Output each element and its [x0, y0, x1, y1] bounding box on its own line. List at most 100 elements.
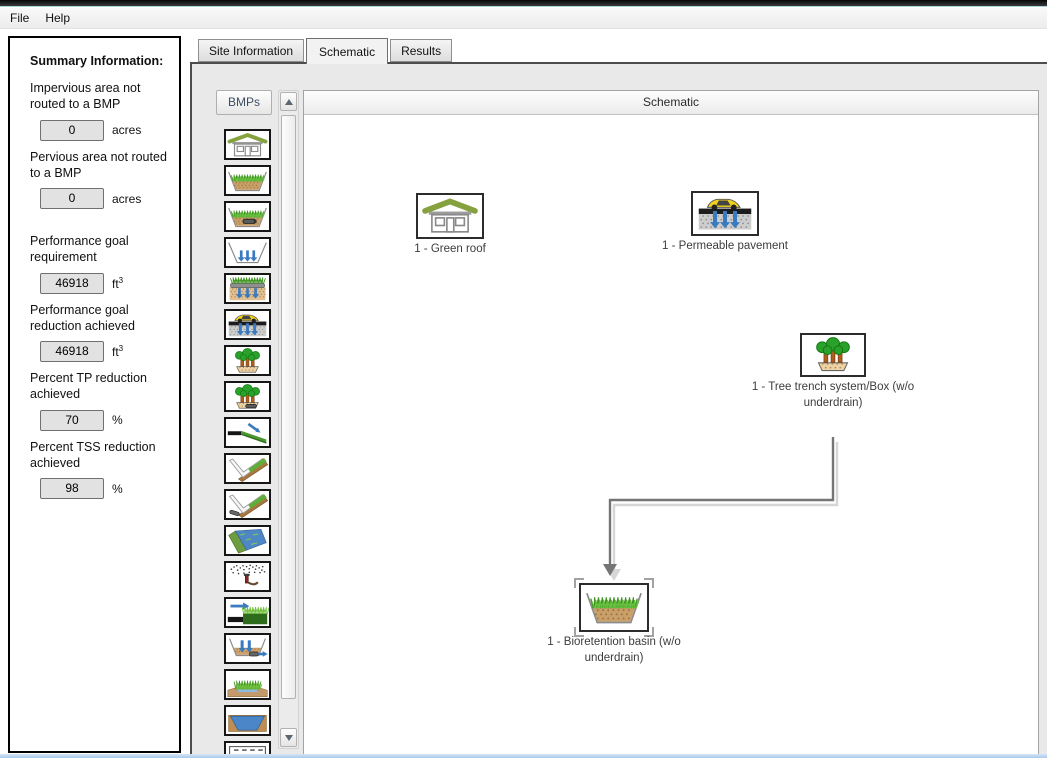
summary-field-percent_tp_reduction: Percent TP reduction achieved 70 %	[30, 370, 179, 431]
percent_tss_reduction-unit: %	[112, 481, 123, 496]
tab-site-information[interactable]: Site Information	[198, 39, 305, 62]
pervious_area_not_routed-unit: acres	[112, 191, 142, 206]
summary-panel: Summary Information: Impervious area not…	[8, 36, 181, 753]
swale-underdrain-icon	[228, 493, 269, 518]
summary-field-performance_goal_reduction: Performance goal reduction achieved 4691…	[30, 302, 179, 362]
schematic-node-tree-trench-1[interactable]	[800, 333, 866, 377]
summary-field-label: Percent TP reduction achieved	[30, 371, 147, 402]
tree-trench-icon	[816, 337, 850, 372]
bmp-tile-sand-filter[interactable]	[224, 741, 271, 754]
node-label-permeable-pavement-1: 1 - Permeable pavement	[662, 240, 788, 252]
summary-field-label: Pervious area not routed to a BMP	[30, 149, 167, 180]
bmp-tile-swale-side-slope[interactable]	[224, 453, 271, 484]
summary-field-performance_goal_requirement: Performance goal requirement 46918 ft3	[30, 233, 179, 294]
node-label-green-roof-1: 1 - Green roof	[414, 243, 486, 255]
infiltration-basin-icon	[228, 241, 267, 263]
menu-help[interactable]: Help	[45, 11, 71, 25]
performance_goal_requirement-value[interactable]: 46918	[40, 272, 104, 294]
bmp-list-scrollbar[interactable]	[278, 90, 299, 749]
bmp-tile-infiltration-trench[interactable]	[224, 273, 271, 304]
performance_goal_requirement-unit: ft3	[112, 275, 124, 291]
bmp-tile-tree-trench-underdrain[interactable]	[224, 381, 271, 412]
schematic-node-bioretention-1[interactable]	[574, 578, 654, 637]
bmp-tile-permeable-pavement[interactable]	[224, 309, 271, 340]
bmp-tile-wet-swale[interactable]	[224, 525, 271, 556]
impervious_area_not_routed-value[interactable]: 0	[40, 119, 104, 141]
summary-field-pervious_area_not_routed: Pervious area not routed to a BMP 0 acre…	[30, 149, 179, 209]
percent_tp_reduction-value[interactable]: 70	[40, 409, 104, 431]
sand-filter-icon	[229, 745, 266, 754]
bmp-list	[224, 129, 272, 754]
performance_goal_reduction-unit: ft3	[112, 344, 124, 359]
summary-title: Summary Information:	[30, 54, 164, 68]
scrollbar-down-button[interactable]	[280, 728, 297, 747]
summary-field-label: Percent TSS reduction achieved	[30, 439, 156, 470]
permeable-pavement-icon	[698, 198, 752, 230]
schematic-header: Schematic	[304, 91, 1038, 115]
schematic-node-green-roof-1[interactable]	[416, 193, 484, 239]
window-bottom-edge	[0, 754, 1047, 758]
bmp-tile-infiltration-basin[interactable]	[224, 237, 271, 268]
impervious-disconnection-icon	[227, 601, 269, 624]
green-roof-icon	[227, 132, 268, 156]
flow-connector[interactable]	[603, 437, 835, 576]
bmp-tile-wet-pond[interactable]	[224, 705, 271, 736]
selection-handle-br[interactable]	[644, 627, 654, 637]
summary-field-impervious_area_not_routed: Impervious area not routed to a BMP 0 ac…	[30, 80, 179, 141]
bmp-tile-bioretention-basin-underdrain[interactable]	[224, 201, 271, 232]
flow-connector-shadow	[607, 442, 839, 581]
green-roof-icon	[422, 198, 478, 233]
down-arrow-icon	[284, 734, 293, 741]
selection-handle-bl[interactable]	[574, 627, 584, 637]
percent_tp_reduction-unit: %	[112, 413, 123, 427]
menu-file[interactable]: File	[10, 11, 30, 25]
performance_goal_reduction-value[interactable]: 46918	[40, 341, 104, 362]
bmp-tile-impervious-disconnection[interactable]	[224, 597, 271, 628]
tab-panel-schematic: BMPs Schematic 1 - Green roof 1 - Permeab…	[190, 62, 1047, 756]
bioretention-basin-underdrain-icon	[228, 207, 267, 227]
tab-schematic[interactable]: Schematic	[306, 38, 389, 64]
vegetated-filter-strip-icon	[227, 422, 267, 444]
impervious_area_not_routed-unit: acres	[112, 123, 142, 137]
window-titlebar-edge	[0, 0, 1047, 7]
summary-field-percent_tss_reduction: Percent TSS reduction achieved 98 %	[30, 439, 179, 499]
bmp-tile-vegetated-filter-strip[interactable]	[224, 417, 271, 448]
bioretention-basin-icon	[586, 592, 642, 624]
scrollbar-thumb[interactable]	[281, 115, 296, 699]
bmp-tile-bioretention-basin[interactable]	[224, 165, 271, 196]
summary-fields: Impervious area not routed to a BMP 0 ac…	[30, 80, 179, 499]
up-arrow-icon	[284, 98, 293, 105]
summary-field-label: Performance goal requirement	[30, 234, 129, 265]
summary-field-label: Performance goal reduction achieved	[30, 302, 135, 333]
summary-field-label: Impervious area not routed to a BMP	[30, 81, 141, 112]
tab-results[interactable]: Results	[390, 39, 453, 62]
bioretention-basin-icon	[228, 171, 267, 191]
bmp-tile-green-roof[interactable]	[224, 129, 271, 160]
harvest-and-reuse-icon	[230, 564, 266, 585]
bmp-tile-tree-trench[interactable]	[224, 345, 271, 376]
bmp-tile-harvest-and-reuse[interactable]	[224, 561, 271, 592]
scrollbar-up-button[interactable]	[280, 92, 297, 111]
bmp-tile-swale-underdrain[interactable]	[224, 489, 271, 520]
permeable-pavement-icon	[228, 314, 267, 336]
node-label-tree-trench-1: 1 - Tree trench system/Box (w/o underdra…	[751, 381, 915, 409]
swale-side-slope-icon	[228, 457, 269, 482]
schematic-groupbox: Schematic 1 - Green roof 1 - Permeable pa…	[303, 90, 1039, 756]
bmp-tile-underground-infiltration[interactable]	[224, 633, 271, 664]
wet-pond-icon	[228, 714, 267, 732]
node-label-bioretention-1: 1 - Bioretention basin (w/o underdrain)	[547, 636, 681, 664]
pervious_area_not_routed-value[interactable]: 0	[40, 188, 104, 209]
schematic-node-permeable-pavement-1[interactable]	[691, 191, 759, 236]
constructed-wetland-icon	[227, 680, 268, 697]
tree-trench-icon	[235, 347, 260, 373]
bmp-tile-constructed-wetland[interactable]	[224, 669, 271, 700]
tree-trench-underdrain-icon	[235, 383, 260, 409]
menu-bar: File Help	[0, 8, 1047, 29]
wet-swale-icon	[228, 528, 267, 554]
percent_tss_reduction-value[interactable]: 98	[40, 478, 104, 499]
bmps-header-button[interactable]: BMPs	[216, 90, 272, 115]
selection-handle-tr[interactable]	[644, 578, 654, 588]
schematic-canvas[interactable]: 1 - Green roof 1 - Permeable pavement 1 - …	[304, 115, 1038, 755]
underground-infiltration-icon	[229, 637, 268, 657]
selection-handle-tl[interactable]	[574, 578, 584, 588]
